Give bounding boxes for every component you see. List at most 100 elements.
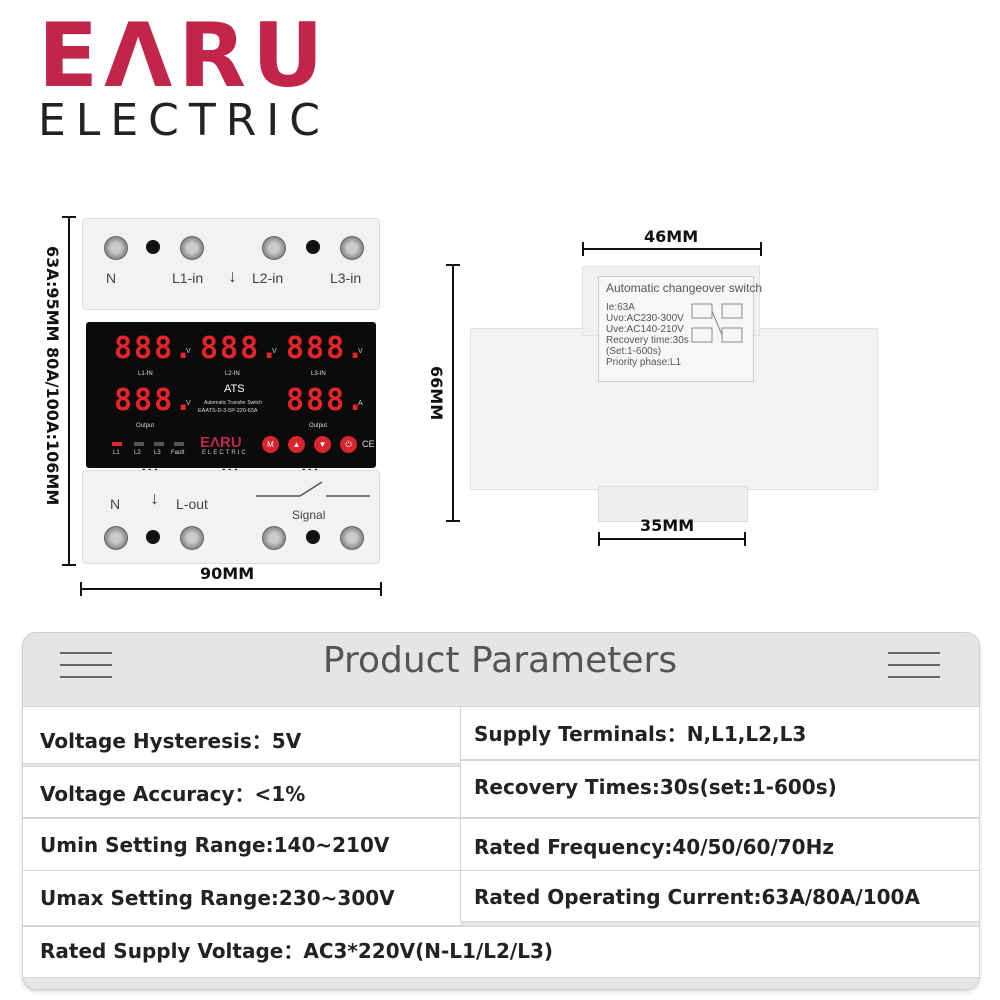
terminal-label-l1-in: L1-in bbox=[172, 270, 204, 286]
parameters-title: Product Parameters bbox=[322, 640, 678, 681]
terminal-label-n: N bbox=[106, 270, 117, 286]
label-output-voltage: Output bbox=[136, 423, 155, 429]
panel-logo: EΛRU bbox=[200, 434, 242, 451]
unit-a: A bbox=[358, 400, 363, 407]
screw-terminal-signal-2 bbox=[340, 526, 364, 550]
screw-terminal-l-out bbox=[180, 526, 204, 550]
param-voltage-hysteresis: Voltage Hysteresis：5V bbox=[40, 729, 302, 753]
terminal-hole bbox=[306, 240, 320, 254]
led-fault bbox=[174, 442, 184, 446]
param-rated-frequency: Rated Frequency:40/50/60/70Hz bbox=[474, 835, 834, 859]
terminal-hole bbox=[146, 240, 160, 254]
power-button[interactable]: ⏻ bbox=[340, 436, 357, 453]
terminal-hole bbox=[306, 530, 320, 544]
signal-label: Signal bbox=[292, 508, 326, 522]
side-view-din-clip bbox=[598, 486, 748, 522]
terminal-label-n-bottom: N bbox=[110, 496, 121, 512]
display-l2-in: 888. bbox=[200, 331, 281, 366]
label-l2-in: L2-IN bbox=[225, 371, 240, 377]
param-umax-range: Umax Setting Range:230~300V bbox=[40, 886, 395, 910]
led-label-l3: L3 bbox=[154, 450, 161, 456]
separator-dash: - - - bbox=[142, 464, 158, 475]
separator-dash: - - - bbox=[222, 464, 238, 475]
wiring-diagram-icon bbox=[691, 303, 743, 343]
led-l2 bbox=[134, 442, 144, 446]
param-cell bbox=[460, 706, 980, 760]
side-bottom-width-label: 35MM bbox=[640, 516, 695, 535]
param-cell bbox=[22, 870, 462, 926]
param-supply-terminals: Supply Terminals：N,L1,L2,L3 bbox=[474, 722, 807, 746]
led-l3 bbox=[154, 442, 164, 446]
side-label-line: (Set:1-600s) bbox=[606, 346, 662, 357]
front-bottom-terminal-block bbox=[82, 470, 380, 564]
side-height-dimension-line bbox=[446, 264, 460, 522]
screw-terminal-n-bottom bbox=[104, 526, 128, 550]
front-height-dimension-line bbox=[62, 216, 76, 566]
center-title: ATS bbox=[224, 383, 245, 395]
front-height-dimension-label: 63A:95MM 80A/100A:106MM bbox=[43, 246, 62, 506]
display-output-voltage: 888. bbox=[114, 383, 195, 418]
menu-lines-icon bbox=[60, 652, 112, 678]
led-label-l1: L1 bbox=[113, 450, 120, 456]
screw-terminal-l2 bbox=[262, 236, 286, 260]
unit-v: V bbox=[272, 348, 277, 355]
front-width-dimension-line bbox=[80, 582, 382, 596]
side-height-dimension-label: 66MM bbox=[427, 366, 446, 421]
down-button[interactable]: ▼ bbox=[314, 436, 331, 453]
terminal-label-l-out: L-out bbox=[176, 496, 208, 512]
screw-terminal-n bbox=[104, 236, 128, 260]
screw-terminal-l1 bbox=[180, 236, 204, 260]
side-label-line: Uve:AC140-210V bbox=[606, 324, 684, 335]
terminal-hole bbox=[146, 530, 160, 544]
terminal-label-l3-in: L3-in bbox=[330, 270, 362, 286]
arrow-down-icon: ↓ bbox=[150, 488, 159, 508]
led-label-fault: Fault bbox=[171, 450, 185, 456]
model-number: EAATS-D-3-5P-220-63A bbox=[198, 408, 258, 414]
display-output-current: 888. bbox=[286, 383, 367, 418]
screw-terminal-l3 bbox=[340, 236, 364, 260]
screw-terminal-signal-1 bbox=[262, 526, 286, 550]
side-top-width-line bbox=[582, 242, 762, 256]
param-cell bbox=[22, 706, 462, 764]
center-subtitle: Automatic Transfer Switch bbox=[204, 400, 263, 406]
panel-logo-sub: ELECTRIC bbox=[202, 450, 248, 456]
label-l3-in: L3-IN bbox=[311, 371, 326, 377]
mode-button[interactable]: M bbox=[262, 436, 279, 453]
side-bottom-width-line bbox=[598, 532, 746, 546]
up-button[interactable]: ▲ bbox=[288, 436, 305, 453]
param-cell bbox=[460, 870, 980, 922]
param-rated-supply-voltage: Rated Supply Voltage：AC3*220V(N-L1/L2/L3… bbox=[40, 939, 554, 963]
side-top-width-label: 46MM bbox=[644, 227, 699, 246]
led-l1 bbox=[112, 442, 122, 446]
front-top-terminal-block bbox=[82, 218, 380, 310]
param-cell bbox=[22, 766, 462, 818]
brand-logo: EΛRU bbox=[38, 4, 330, 107]
arrow-down-icon: ↓ bbox=[228, 266, 237, 286]
signal-switch-icon bbox=[256, 481, 370, 497]
unit-v: V bbox=[186, 348, 191, 355]
label-output-current: Output bbox=[309, 423, 328, 429]
param-cell bbox=[22, 818, 462, 872]
side-label-plate bbox=[598, 276, 754, 382]
front-width-dimension-label: 90MM bbox=[200, 564, 255, 583]
side-label-line: Ie:63A bbox=[606, 302, 635, 313]
param-voltage-accuracy: Voltage Accuracy：<1% bbox=[40, 782, 306, 806]
param-recovery-times: Recovery Times:30s(set:1-600s) bbox=[474, 775, 837, 799]
side-label-line: Uvo:AC230-300V bbox=[606, 313, 684, 324]
terminal-label-l2-in: L2-in bbox=[252, 270, 284, 286]
param-cell bbox=[460, 760, 980, 818]
display-l1-in: 888. bbox=[114, 331, 195, 366]
side-label-line: Recovery time:30s bbox=[606, 335, 689, 346]
brand-subtitle: ELECTRIC bbox=[38, 95, 330, 146]
param-umin-range: Umin Setting Range:140~210V bbox=[40, 833, 390, 857]
menu-lines-icon bbox=[888, 652, 940, 678]
unit-v: V bbox=[358, 348, 363, 355]
unit-v: V bbox=[186, 400, 191, 407]
display-l3-in: 888. bbox=[286, 331, 367, 366]
param-cell bbox=[22, 926, 980, 978]
led-label-l2: L2 bbox=[134, 450, 141, 456]
side-label-title: Automatic changeover switch bbox=[606, 281, 763, 295]
label-l1-in: L1-IN bbox=[138, 371, 153, 377]
ce-mark: CE bbox=[362, 439, 375, 449]
separator-dash: - - - bbox=[302, 464, 318, 475]
